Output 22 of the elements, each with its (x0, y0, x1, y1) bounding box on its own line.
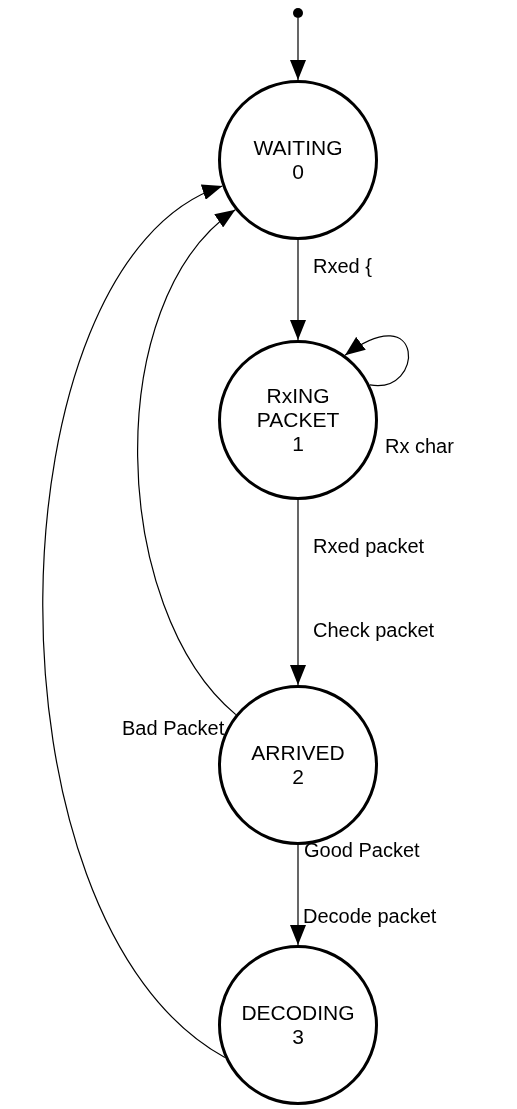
arrow (344, 335, 409, 386)
arrow (290, 239, 306, 341)
state-name: ARRIVED (251, 741, 345, 765)
state-name: WAITING (253, 136, 343, 160)
state-number: 1 (292, 432, 304, 456)
edge-label: Rx char (385, 434, 454, 458)
arrow (42, 185, 226, 1059)
edge-label: Good Packet (304, 838, 420, 862)
state-number: 2 (292, 765, 304, 789)
edge-label: Rxed packet (313, 534, 425, 558)
action-label: Decode packet (303, 904, 437, 928)
state-number: 0 (292, 160, 304, 184)
edge-label: Bad Packet (122, 716, 225, 740)
state-number: 3 (292, 1025, 304, 1049)
state-name: DECODING (241, 1001, 355, 1025)
edge-label: Rxed { (313, 254, 372, 278)
arrow (137, 209, 237, 716)
action-label: Check packet (313, 618, 435, 642)
state-name: RxING PACKET (255, 384, 341, 432)
arrow (290, 499, 306, 686)
arrow (290, 17, 306, 81)
arrow (290, 844, 306, 946)
